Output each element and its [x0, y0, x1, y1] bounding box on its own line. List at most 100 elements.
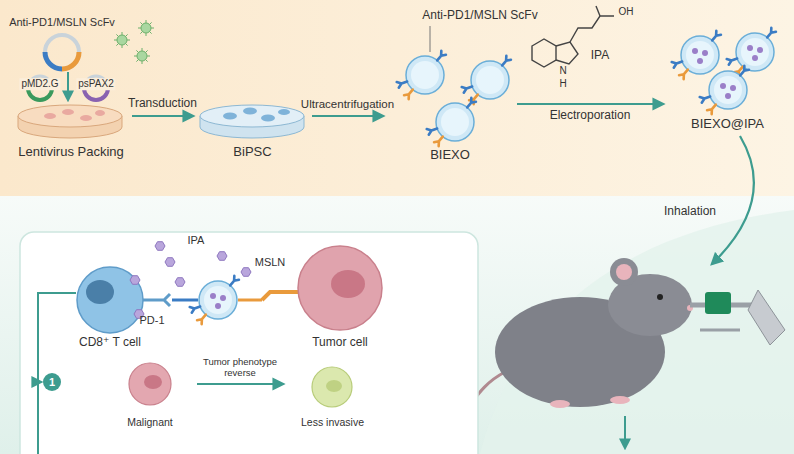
illustration-part: [748, 290, 785, 345]
illustration-part: [62, 52, 79, 69]
annotation-label: IPA: [188, 234, 205, 247]
illustration-part: [397, 51, 446, 99]
dish-step: BiPSC: [195, 88, 310, 162]
illustration-part: [556, 42, 578, 64]
illustration-part: [610, 396, 630, 404]
illustration-part: [28, 88, 52, 100]
illustration-part: [155, 242, 165, 251]
illustration-part: [243, 108, 257, 115]
inhaler-device: [690, 290, 785, 345]
illustration-part: [727, 28, 776, 76]
illustration-part: [298, 246, 382, 330]
illustration-part: [114, 32, 130, 48]
node-label: Tumor cell: [312, 336, 368, 350]
illustration-part: [596, 6, 600, 16]
illustration-part: [38, 293, 76, 454]
illustration-part: [532, 39, 556, 67]
illustration-part: [80, 115, 92, 121]
illustration-part: [550, 400, 570, 408]
immune-synapse: [77, 242, 382, 333]
illustration-part: [172, 299, 198, 302]
annotation-label: pMD2.G: [19, 78, 60, 90]
annotation-label: OH: [619, 6, 634, 18]
illustration-part: [238, 299, 262, 302]
illustration-part: [143, 294, 170, 306]
edge-label: Tumor phenotype reverse: [196, 357, 284, 379]
illustration-part: [130, 276, 140, 285]
annotation-label: psPAX2: [76, 78, 115, 90]
exosome-step: BIEXO@IPA: [665, 28, 790, 134]
illustration-part: [480, 210, 794, 454]
illustration-part: [624, 416, 626, 448]
process-arrow: [517, 103, 663, 105]
callout-number: 1: [49, 376, 55, 389]
annotation-label: IPA: [591, 49, 609, 63]
annotation-label: Anti-PD1/MSLN ScFv: [9, 16, 115, 29]
inhalation-arrow: [712, 136, 754, 264]
annotation-label: PD-1: [139, 314, 164, 327]
edge-label: Ultracentrifugation: [299, 98, 396, 111]
exosomes: [397, 26, 776, 146]
cell-node: Less invasive: [285, 362, 380, 430]
illustration-part: [326, 380, 342, 392]
illustration-part: [138, 20, 154, 36]
node-label: BiPSC: [233, 145, 271, 160]
node-label: BIEXO: [430, 148, 470, 163]
illustration-part: [462, 56, 511, 104]
illustration-part: [18, 105, 122, 127]
dish-step: Lentivirus Packing: [12, 88, 130, 162]
node-label: Malignant: [127, 416, 173, 428]
annotation-label: H: [559, 78, 566, 90]
illustration-part: [200, 105, 304, 127]
illustration-part: [672, 31, 721, 79]
node-label: Less invasive: [301, 416, 364, 428]
annotation-label: Inhalation: [662, 205, 718, 219]
mechanism-panel: [20, 232, 478, 454]
annotation-label: MSLN: [255, 256, 286, 269]
cell-node: CD8⁺ T cell: [55, 262, 165, 352]
process-arrow: [132, 115, 193, 117]
illustration-part: [262, 292, 298, 300]
illustration-part: [129, 363, 171, 405]
ipa-molecule: [532, 6, 614, 67]
illustration-part: [44, 113, 56, 119]
illustration-part: [427, 98, 476, 146]
process-arrow: [197, 383, 283, 385]
illustration-part: [241, 268, 251, 277]
illustration-part: [165, 258, 175, 267]
illustration-part: [67, 72, 69, 100]
illustration-part: [0, 0, 794, 196]
illustration-part: [134, 48, 150, 64]
illustration-part: [144, 375, 162, 389]
annotation-label: Anti-PD1/MSLN ScFv: [422, 9, 537, 23]
cell-node: Tumor cell: [290, 240, 390, 352]
illustration-part: [610, 258, 638, 286]
illustration-part: [86, 280, 114, 304]
illustration-part: [223, 113, 237, 120]
illustration-part: [38, 381, 41, 383]
down-arrow: [625, 416, 626, 448]
illustration-part: [705, 292, 731, 314]
illustration-part: [45, 35, 79, 69]
cell-node: Malignant: [105, 358, 195, 430]
illustration-part: [700, 66, 749, 114]
node-label: BIEXO@IPA: [691, 117, 764, 132]
illustration-part: [570, 16, 614, 42]
illustration-part: [20, 232, 478, 454]
illustration-part: [62, 109, 74, 115]
illustration-part: [95, 110, 105, 116]
illustration-part: [175, 278, 185, 287]
illustration-part: [312, 367, 352, 407]
illustration-part: [331, 270, 365, 298]
node-label: CD8⁺ T cell: [79, 336, 141, 350]
illustration-part: [217, 252, 227, 261]
edge-label: Transduction: [126, 97, 199, 111]
illustration-part: [43, 373, 61, 391]
illustration-part: [712, 136, 754, 264]
illustration-part: [616, 264, 632, 280]
illustration-part: [700, 329, 740, 332]
illustration-part: [430, 26, 431, 52]
